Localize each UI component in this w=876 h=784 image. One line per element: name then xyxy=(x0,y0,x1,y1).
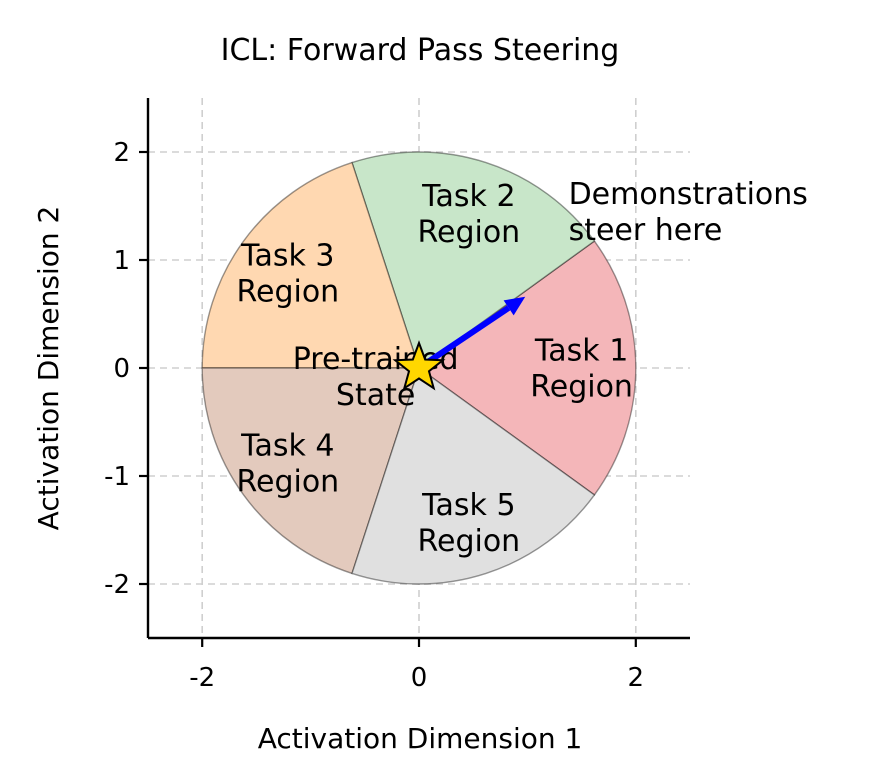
region-wedge-task-5 xyxy=(351,366,596,585)
chart-title: ICL: Forward Pass Steering xyxy=(221,33,620,68)
pretrained-state-marker-group xyxy=(392,340,446,391)
x-tick-label: 0 xyxy=(411,663,428,693)
steering-arrow-shaft xyxy=(417,305,511,371)
x-tick-label: 2 xyxy=(628,663,645,693)
y-tick-label: 2 xyxy=(113,138,130,168)
y-axis-label: Activation Dimension 2 xyxy=(32,206,65,531)
ticks: -2 0 2 -2 -1 0 1 2 xyxy=(104,138,644,693)
steering-arrow-head xyxy=(503,296,526,316)
region-wedge-task-1 xyxy=(417,240,637,496)
x-axis-label: Activation Dimension 1 xyxy=(258,722,583,755)
y-tick-label: -1 xyxy=(104,462,130,492)
region-wedge-task-3 xyxy=(201,161,420,369)
y-tick-label: -2 xyxy=(104,570,130,600)
region-wedge-task-2 xyxy=(351,151,596,370)
region-wedge-task-4 xyxy=(201,367,420,575)
task-regions xyxy=(201,151,637,585)
steering-arrow-group xyxy=(417,296,526,371)
y-tick-label: 0 xyxy=(113,354,130,384)
x-tick-label: -2 xyxy=(189,663,215,693)
pretrained-state-star xyxy=(392,340,446,391)
y-tick-label: 1 xyxy=(113,246,130,276)
